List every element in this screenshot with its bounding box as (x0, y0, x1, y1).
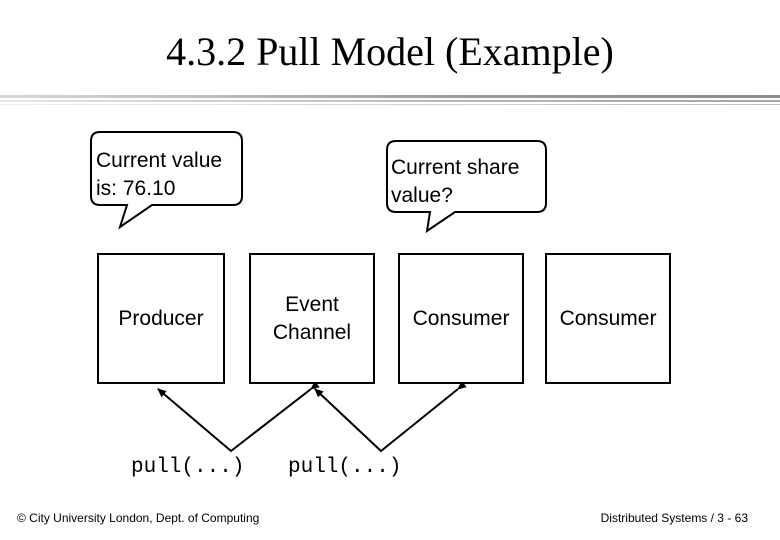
pull-label-1: pull(...) (131, 456, 245, 479)
pull-arrow-1 (157, 380, 320, 453)
producer-label: Producer (118, 306, 204, 330)
pull-arrow-2 (314, 380, 467, 453)
speech-bubble-1 (90, 131, 243, 230)
consumer-box-1: Consumer (398, 253, 524, 384)
title-rule (0, 95, 780, 98)
bubble-line: is: 76.10 (96, 177, 176, 200)
speech-bubble-2 (386, 140, 547, 234)
consumer-label: Consumer (559, 306, 657, 330)
bubble-line: value? (391, 184, 453, 207)
slide-title: 4.3.2 Pull Model (Example) (166, 29, 614, 74)
producer-bubble-text: Current value is: 76.10 (96, 147, 222, 203)
title-rule (0, 100, 780, 102)
event-channel-box: Event Channel (249, 253, 375, 384)
consumer-box-2: Consumer (545, 253, 671, 384)
footer-page-number: Distributed Systems / 3 - 63 (600, 511, 748, 525)
bubble-line: Current share (391, 156, 520, 179)
title-rule (0, 104, 780, 105)
event-channel-label: Channel (272, 320, 352, 344)
consumer-label: Consumer (412, 306, 510, 330)
footer-copyright: © City University London, Dept. of Compu… (17, 511, 260, 525)
consumer-bubble-text: Current share value? (391, 154, 519, 210)
bubble-line: Current value (96, 149, 223, 172)
pull-label-2: pull(...) (288, 456, 402, 479)
event-channel-label: Event (285, 292, 339, 316)
producer-box: Producer (97, 253, 225, 384)
